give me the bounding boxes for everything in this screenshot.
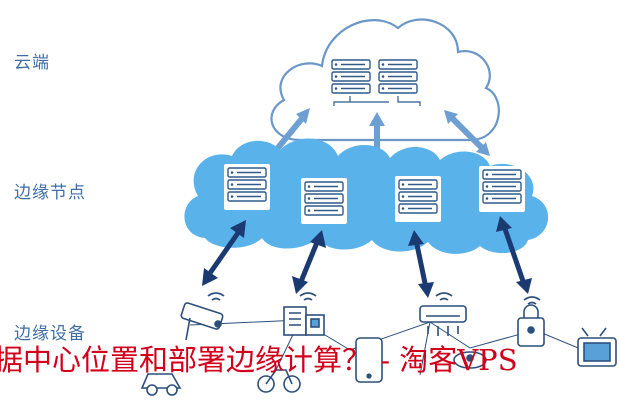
air-conditioner-icon	[419, 292, 467, 336]
camera-icon	[180, 292, 225, 341]
server-rack-icon	[224, 164, 270, 210]
tv-icon	[577, 327, 617, 367]
edge-device-arrows	[202, 216, 532, 298]
server-rack-icon	[330, 58, 389, 106]
label-edge-nodes: 边缘节点	[14, 183, 86, 203]
server-rack-icon	[301, 178, 347, 224]
scooter-icon	[257, 369, 301, 393]
robot-vacuum-icon	[453, 351, 487, 369]
label-cloud: 云端	[14, 53, 50, 73]
server-rack-icon	[379, 60, 421, 106]
label-edge-devices: 边缘设备	[14, 324, 86, 344]
smartphone-icon	[355, 337, 383, 383]
server-rack-icon	[395, 176, 441, 222]
server-rack-icon	[479, 166, 525, 212]
overlay-caption: 据中心位置和部署边缘计算？ - 淘客VPS	[0, 343, 518, 377]
edge-cloud-shape	[184, 138, 549, 254]
building-icon	[283, 292, 325, 336]
car-icon	[140, 373, 182, 396]
smart-lock-icon	[517, 296, 545, 347]
